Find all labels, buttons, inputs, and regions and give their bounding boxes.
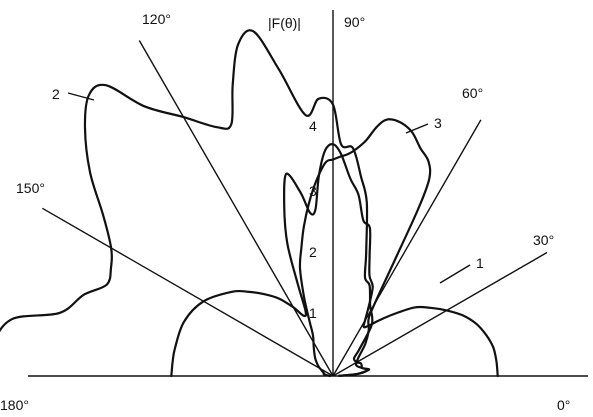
series-label-2: 2 <box>52 86 60 102</box>
series-label-3: 3 <box>434 115 442 131</box>
angle-tick-150: 150° <box>16 180 45 196</box>
angle-tick-180: 180° <box>0 397 29 413</box>
angle-tick-90: 90° <box>344 14 365 30</box>
ray-30-deg <box>332 251 548 377</box>
series-curve-2 <box>0 29 374 377</box>
ray-60-deg <box>332 119 482 377</box>
series-curve-3 <box>298 118 432 378</box>
radial-tick-1: 1 <box>309 305 317 321</box>
angle-rays <box>28 10 588 377</box>
angle-tick-120: 120° <box>142 11 171 27</box>
ray-120-deg <box>138 40 334 377</box>
radial-axis-label: |F(θ)| <box>268 15 301 31</box>
series-label-1: 1 <box>476 255 484 271</box>
series-leader-3 <box>405 123 429 134</box>
ray-150-deg <box>42 207 334 377</box>
angle-tick-60: 60° <box>462 85 483 101</box>
angle-tick-0: 0° <box>557 397 570 413</box>
radial-tick-4: 4 <box>309 118 317 134</box>
pattern-curves <box>0 29 499 378</box>
series-leader-1 <box>439 264 471 284</box>
radial-tick-2: 2 <box>309 244 317 260</box>
series-curve-1 <box>170 143 499 378</box>
radial-tick-3: 3 <box>309 183 317 199</box>
angle-tick-30: 30° <box>533 232 554 248</box>
series-leader-2 <box>67 92 95 101</box>
